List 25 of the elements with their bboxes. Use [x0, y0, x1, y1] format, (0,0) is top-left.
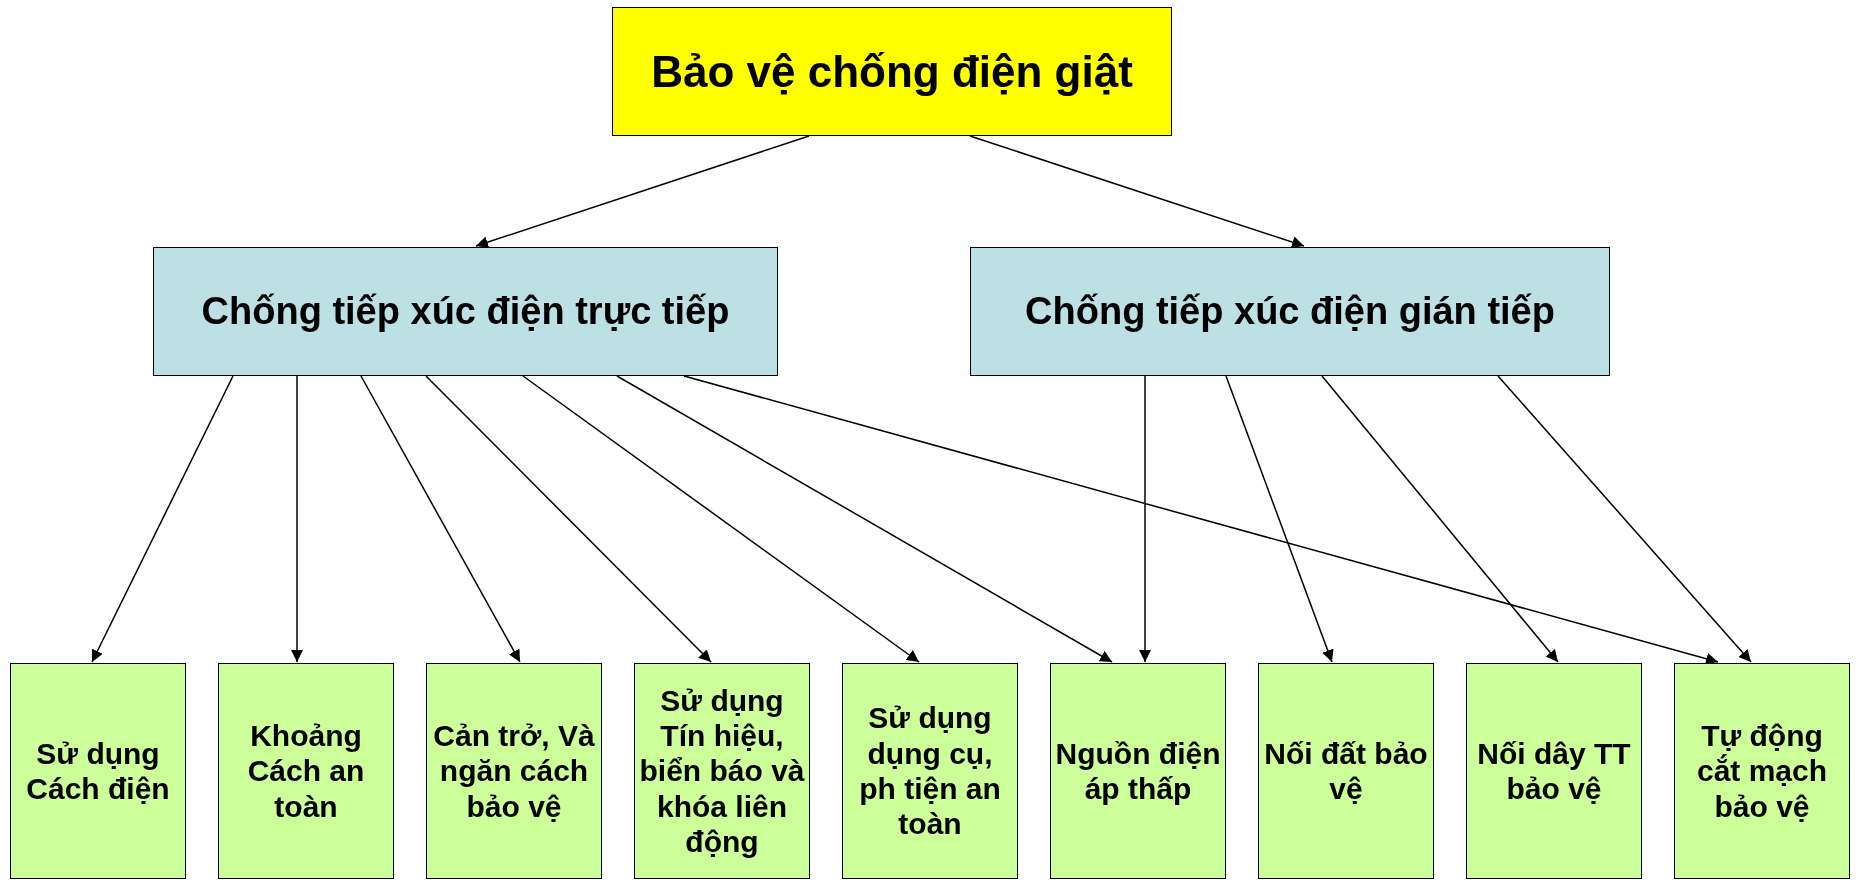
method-box: Cản trở, Và ngăn cách bảo vệ	[426, 663, 602, 879]
method-box: Sử dụng Tín hiệu, biển báo và khóa liên động	[634, 663, 810, 879]
method-box: Tự động cắt mạch bảo vệ	[1674, 663, 1850, 879]
method-box: Nối dây TT bảo vệ	[1466, 663, 1642, 879]
title-box: Bảo vệ chống điện giật	[612, 7, 1172, 136]
arrow	[1139, 375, 1151, 663]
method-box: Khoảng Cách an toàn	[218, 663, 394, 879]
arrow	[522, 375, 920, 663]
arrow	[91, 375, 234, 663]
arrow	[475, 135, 810, 248]
arrow	[969, 135, 1305, 248]
arrow	[360, 375, 521, 663]
method-box: Sử dụng dụng cụ, ph tiện an toàn	[842, 663, 1018, 879]
method-box: Sử dụng Cách điện	[10, 663, 186, 879]
arrow	[1321, 375, 1559, 663]
arrow	[1225, 375, 1334, 663]
arrow	[1497, 375, 1752, 663]
arrow	[291, 375, 303, 663]
method-box: Nguồn điện áp thấp	[1050, 663, 1226, 879]
category-box: Chống tiếp xúc điện trực tiếp	[153, 247, 778, 376]
category-box: Chống tiếp xúc điện gián tiếp	[970, 247, 1610, 376]
arrow	[616, 375, 1113, 663]
arrow	[425, 375, 712, 663]
method-box: Nối đất bảo vệ	[1258, 663, 1434, 879]
arrow	[683, 375, 1719, 665]
